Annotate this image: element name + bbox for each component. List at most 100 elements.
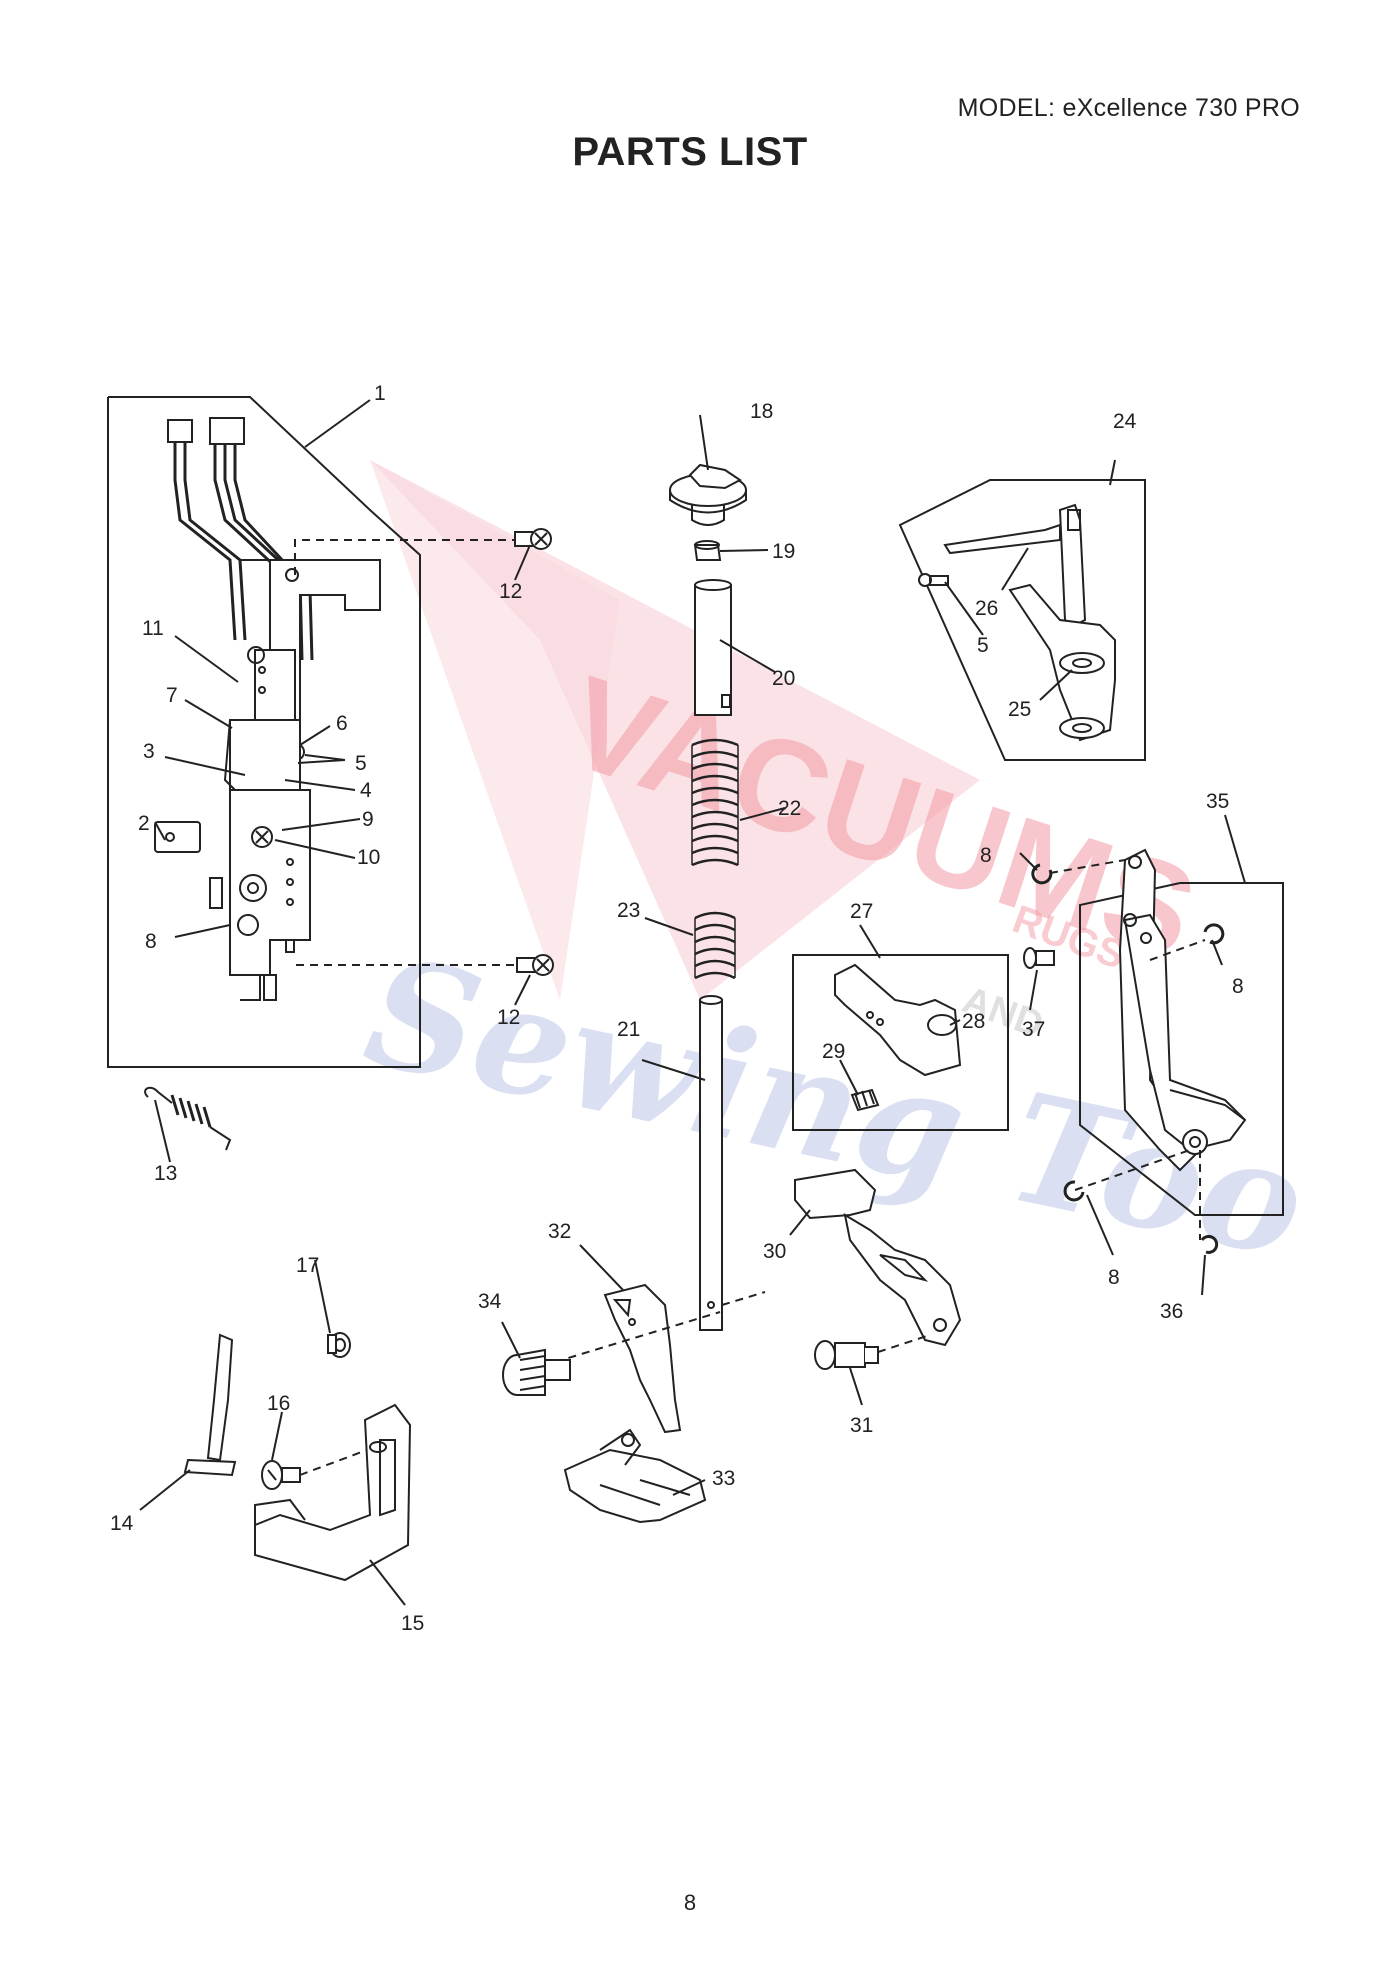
shaft-21 <box>699 995 766 1331</box>
ring-8-b <box>1203 923 1225 945</box>
leader-16 <box>271 1411 283 1461</box>
callout-30: 30 <box>763 1240 786 1263</box>
leader-36 <box>1201 1254 1206 1296</box>
leader-1 <box>304 399 371 448</box>
leader-13 <box>154 1099 171 1163</box>
callout-15: 15 <box>401 1612 424 1635</box>
callout-23: 23 <box>617 899 640 922</box>
model-label: MODEL: eXcellence 730 PRO <box>957 94 1300 122</box>
leader-24 <box>1109 459 1116 486</box>
screw-12-top <box>514 528 552 550</box>
knob-18 <box>669 463 747 526</box>
leader-5b <box>944 581 984 636</box>
leader-4 <box>284 779 356 791</box>
leader-33 <box>672 1479 706 1496</box>
leader-19 <box>719 549 769 552</box>
callout-16: 16 <box>267 1392 290 1415</box>
leader-17 <box>314 1259 331 1334</box>
bracket-32 <box>554 1283 721 1434</box>
leader-30 <box>789 1209 811 1236</box>
callout-7: 7 <box>166 684 178 707</box>
leader-35 <box>1224 814 1246 884</box>
callout-20: 20 <box>772 667 795 690</box>
leader-29 <box>839 1059 859 1096</box>
callout-26: 26 <box>975 597 998 620</box>
callout-5-left: 5 <box>355 752 367 775</box>
assembly-24 <box>898 479 1146 761</box>
callout-28: 28 <box>962 1010 985 1033</box>
part-14 <box>183 1333 237 1477</box>
callout-25: 25 <box>1008 698 1031 721</box>
page-number: 8 <box>683 1890 697 1915</box>
leader-12b <box>514 974 531 1006</box>
leader-22 <box>739 807 786 821</box>
screw-31 <box>814 1334 931 1370</box>
callout-21: 21 <box>617 1018 640 1041</box>
callout-18: 18 <box>750 400 773 423</box>
leader-5 <box>297 754 346 764</box>
leader-31 <box>849 1367 863 1406</box>
presser-foot-33 <box>563 1428 707 1524</box>
leader-7 <box>184 699 233 729</box>
watermark: VACUUMS Sewing Too RUGS AND <box>353 460 1319 1293</box>
callout-8-lower: 8 <box>1108 1266 1120 1289</box>
callout-22: 22 <box>778 797 801 820</box>
callout-10: 10 <box>357 846 380 869</box>
part-15 <box>254 1403 412 1582</box>
callout-6: 6 <box>336 712 348 735</box>
leader-8b <box>1019 852 1038 871</box>
leader-11 <box>174 635 239 683</box>
callout-8-upper: 8 <box>980 844 992 867</box>
leader-37 <box>1029 969 1038 1011</box>
leader-18 <box>699 414 709 471</box>
callout-32: 32 <box>548 1220 571 1243</box>
assembly-1-frame <box>107 396 421 1068</box>
spring-13 <box>144 1086 232 1151</box>
callout-8-left: 8 <box>145 930 157 953</box>
leader-20 <box>719 639 776 673</box>
leader-10 <box>274 839 356 859</box>
callout-24: 24 <box>1113 410 1137 433</box>
callout-27: 27 <box>850 900 873 923</box>
leader-2 <box>154 821 166 841</box>
callout-8-right: 8 <box>1232 975 1244 998</box>
leader-25 <box>1039 669 1073 701</box>
callout-13: 13 <box>154 1162 177 1185</box>
callout-4: 4 <box>360 779 372 802</box>
page-title: PARTS LIST <box>572 130 808 174</box>
callout-29: 29 <box>822 1040 845 1063</box>
callout-31: 31 <box>850 1414 873 1437</box>
leader-15 <box>369 1559 406 1606</box>
assembly-27 <box>792 954 1009 1131</box>
part-17 <box>327 1332 351 1358</box>
leader-6 <box>299 725 331 746</box>
leader-9 <box>281 818 361 831</box>
spring-23 <box>694 911 736 980</box>
leader-26 <box>1001 547 1029 591</box>
callout-17: 17 <box>296 1254 319 1277</box>
callout-33: 33 <box>712 1467 735 1490</box>
callout-12-top: 12 <box>499 580 522 603</box>
screw-16 <box>261 1446 376 1490</box>
lever-30 <box>794 1168 962 1347</box>
callout-1: 1 <box>374 382 386 405</box>
assembly-1 <box>107 396 520 1068</box>
leader-12a <box>514 544 531 581</box>
leader-27 <box>859 924 881 959</box>
leader-23 <box>644 917 694 936</box>
leader-21 <box>641 1059 706 1081</box>
callout-12-bottom: 12 <box>497 1006 520 1029</box>
ring-36 <box>1200 1235 1219 1254</box>
tube-20 <box>694 579 732 716</box>
callout-3: 3 <box>143 740 155 763</box>
ring-8-c <box>1063 1180 1085 1202</box>
callout-14: 14 <box>110 1512 134 1535</box>
leader-32 <box>579 1244 624 1291</box>
leader-8a <box>174 924 231 938</box>
leader-8d <box>1086 1194 1114 1256</box>
callout-5-right: 5 <box>977 634 989 657</box>
callout-2: 2 <box>138 812 150 835</box>
thumbscrew-34 <box>502 1348 571 1396</box>
callout-35: 35 <box>1206 790 1229 813</box>
spring-22 <box>691 738 739 867</box>
